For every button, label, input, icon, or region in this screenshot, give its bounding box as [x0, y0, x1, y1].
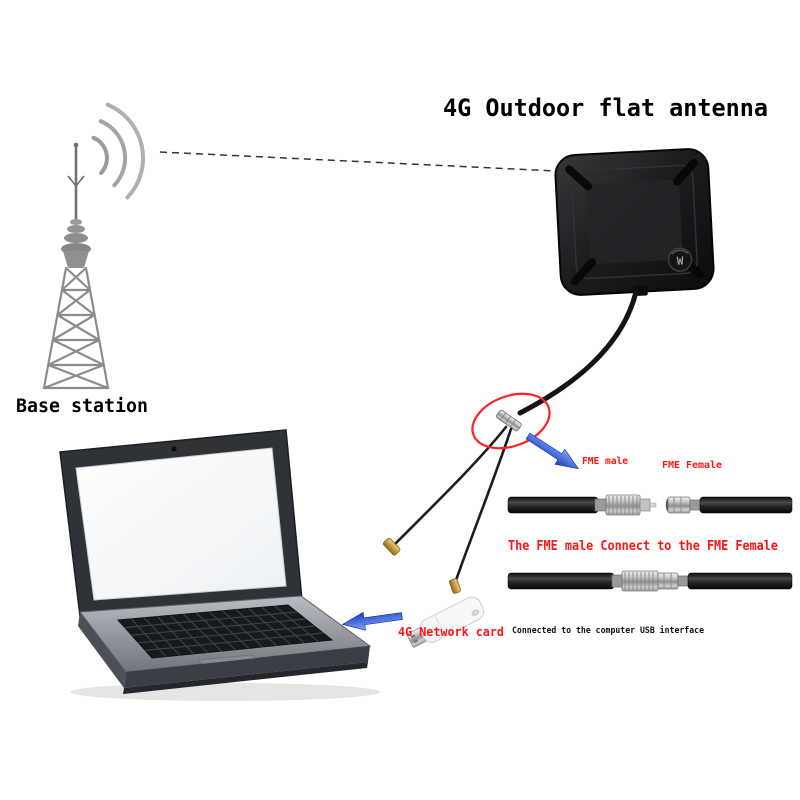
- tower-lattice: [42, 266, 110, 390]
- laptop-bottom-strip: [123, 662, 368, 694]
- usb-modem: [406, 596, 485, 648]
- cable-fme-female: [665, 496, 793, 514]
- network-card-label: 4G Network card: [398, 625, 504, 639]
- fme-male-label: FME male: [582, 456, 628, 467]
- laptop-front-edge: [124, 646, 370, 688]
- laptop-shadow: [70, 683, 380, 701]
- pigtail-wire-1: [394, 425, 508, 545]
- laptop: [59, 429, 380, 701]
- fme-male-knurling: [608, 496, 638, 514]
- usb-interface-note: Connected to the computer USB interface: [512, 625, 704, 636]
- arrow-to-connectors-icon: [525, 432, 579, 470]
- laptop-display: [75, 447, 287, 601]
- fme-female-label: FME Female: [662, 460, 722, 471]
- outdoor-antenna: W: [554, 148, 715, 297]
- brand-logo-w-icon: W: [667, 247, 693, 272]
- connector-highlight-circle: [471, 392, 551, 450]
- keyboard-key-grid: [124, 605, 324, 658]
- cable-fme-male: [507, 494, 657, 516]
- base-station-tower: Base station: [16, 102, 148, 417]
- webcam-icon: [171, 446, 177, 452]
- signal-waves-icon: [91, 102, 146, 200]
- junction-connector: [495, 409, 522, 432]
- page-title: 4G Outdoor flat antenna: [443, 94, 768, 122]
- connect-note: The FME male Connect to the FME Female: [508, 539, 778, 554]
- brand-logo-glyph: W: [676, 254, 684, 267]
- arrow-to-laptop-icon: [341, 611, 403, 631]
- sma-gold-connector-2-icon: [449, 578, 461, 594]
- tower-mast-icon: [61, 142, 91, 268]
- fme-mated-knurling: [624, 572, 654, 590]
- antenna-feed-cable: [517, 289, 639, 416]
- signal-link-dashed-line: [159, 151, 557, 172]
- laptop-keyboard: [116, 604, 334, 659]
- base-station-label: Base station: [16, 395, 148, 417]
- cable-fme-mated: [507, 570, 793, 592]
- sma-gold-connector-icon: [382, 537, 401, 556]
- modem-body: [419, 596, 485, 643]
- laptop-base-left-side: [78, 612, 126, 688]
